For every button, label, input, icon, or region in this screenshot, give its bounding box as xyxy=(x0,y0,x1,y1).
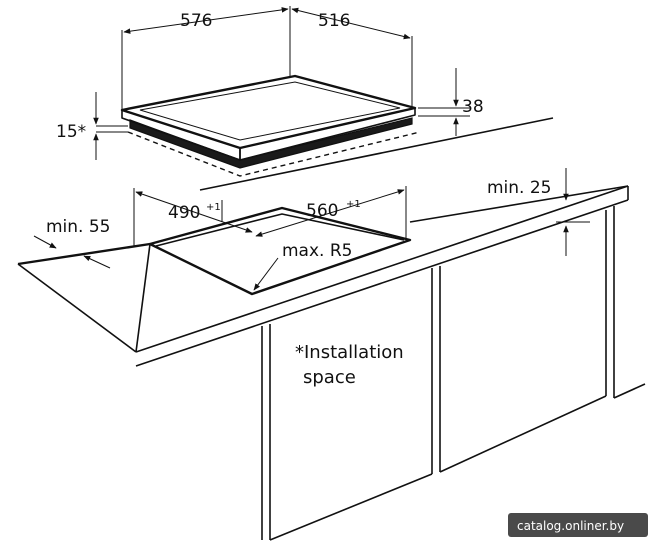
worktop-front-edge xyxy=(17,242,151,266)
dimension-hob-height: 38 xyxy=(418,68,484,136)
cooktop-side-face xyxy=(239,108,416,161)
worktop-back-edge xyxy=(199,117,554,191)
dimension-cutout-width: 560 +1 xyxy=(255,186,407,240)
min-front-label: min. 55 xyxy=(46,217,111,237)
worktop-top-surface xyxy=(135,243,151,353)
dimension-hob-depth: 516 xyxy=(291,7,413,108)
installation-note: *Installation space xyxy=(295,342,404,388)
corner-radius-label: max. R5 xyxy=(282,241,352,261)
dimension-installation-depth: 15* xyxy=(56,92,128,160)
cutout-depth-label: 490 xyxy=(168,203,200,223)
cooktop-top-inner xyxy=(139,81,401,141)
dimension-min-front: min. 55 xyxy=(33,217,111,269)
note-line-2: space xyxy=(303,367,356,388)
cutout-width-tolerance: +1 xyxy=(346,199,361,210)
worktop-front-face-top xyxy=(135,185,629,353)
cutout-depth-tolerance: +1 xyxy=(206,202,221,213)
dimension-cutout-depth: 490 +1 xyxy=(133,188,253,246)
hob-depth-label: 516 xyxy=(318,11,350,31)
installation-depth-label: 15* xyxy=(56,122,86,142)
dimension-min-wall: min. 25 xyxy=(487,168,590,256)
watermark-text: catalog.onliner.by xyxy=(517,519,624,533)
dimension-corner-radius: max. R5 xyxy=(253,241,352,291)
cooktop xyxy=(120,74,421,177)
cabinet-bottom-far xyxy=(613,383,646,399)
worktop-front-face-bottom xyxy=(135,199,629,367)
worktop xyxy=(17,117,629,367)
worktop-edge-left xyxy=(17,263,137,353)
hob-width-label: 576 xyxy=(180,11,212,31)
hob-height-label: 38 xyxy=(462,97,484,117)
min-wall-label: min. 25 xyxy=(487,178,552,198)
worktop-top-far xyxy=(409,185,629,223)
cutout-width-label: 560 xyxy=(306,201,338,221)
note-line-1: *Installation xyxy=(295,342,404,363)
dimension-hob-width: 576 xyxy=(121,6,291,110)
cabinet-bottom-left xyxy=(269,473,433,541)
cabinet xyxy=(261,206,646,541)
watermark: catalog.onliner.by xyxy=(508,513,648,537)
cabinet-bottom-right xyxy=(439,395,607,473)
installation-space-outline xyxy=(127,131,421,177)
